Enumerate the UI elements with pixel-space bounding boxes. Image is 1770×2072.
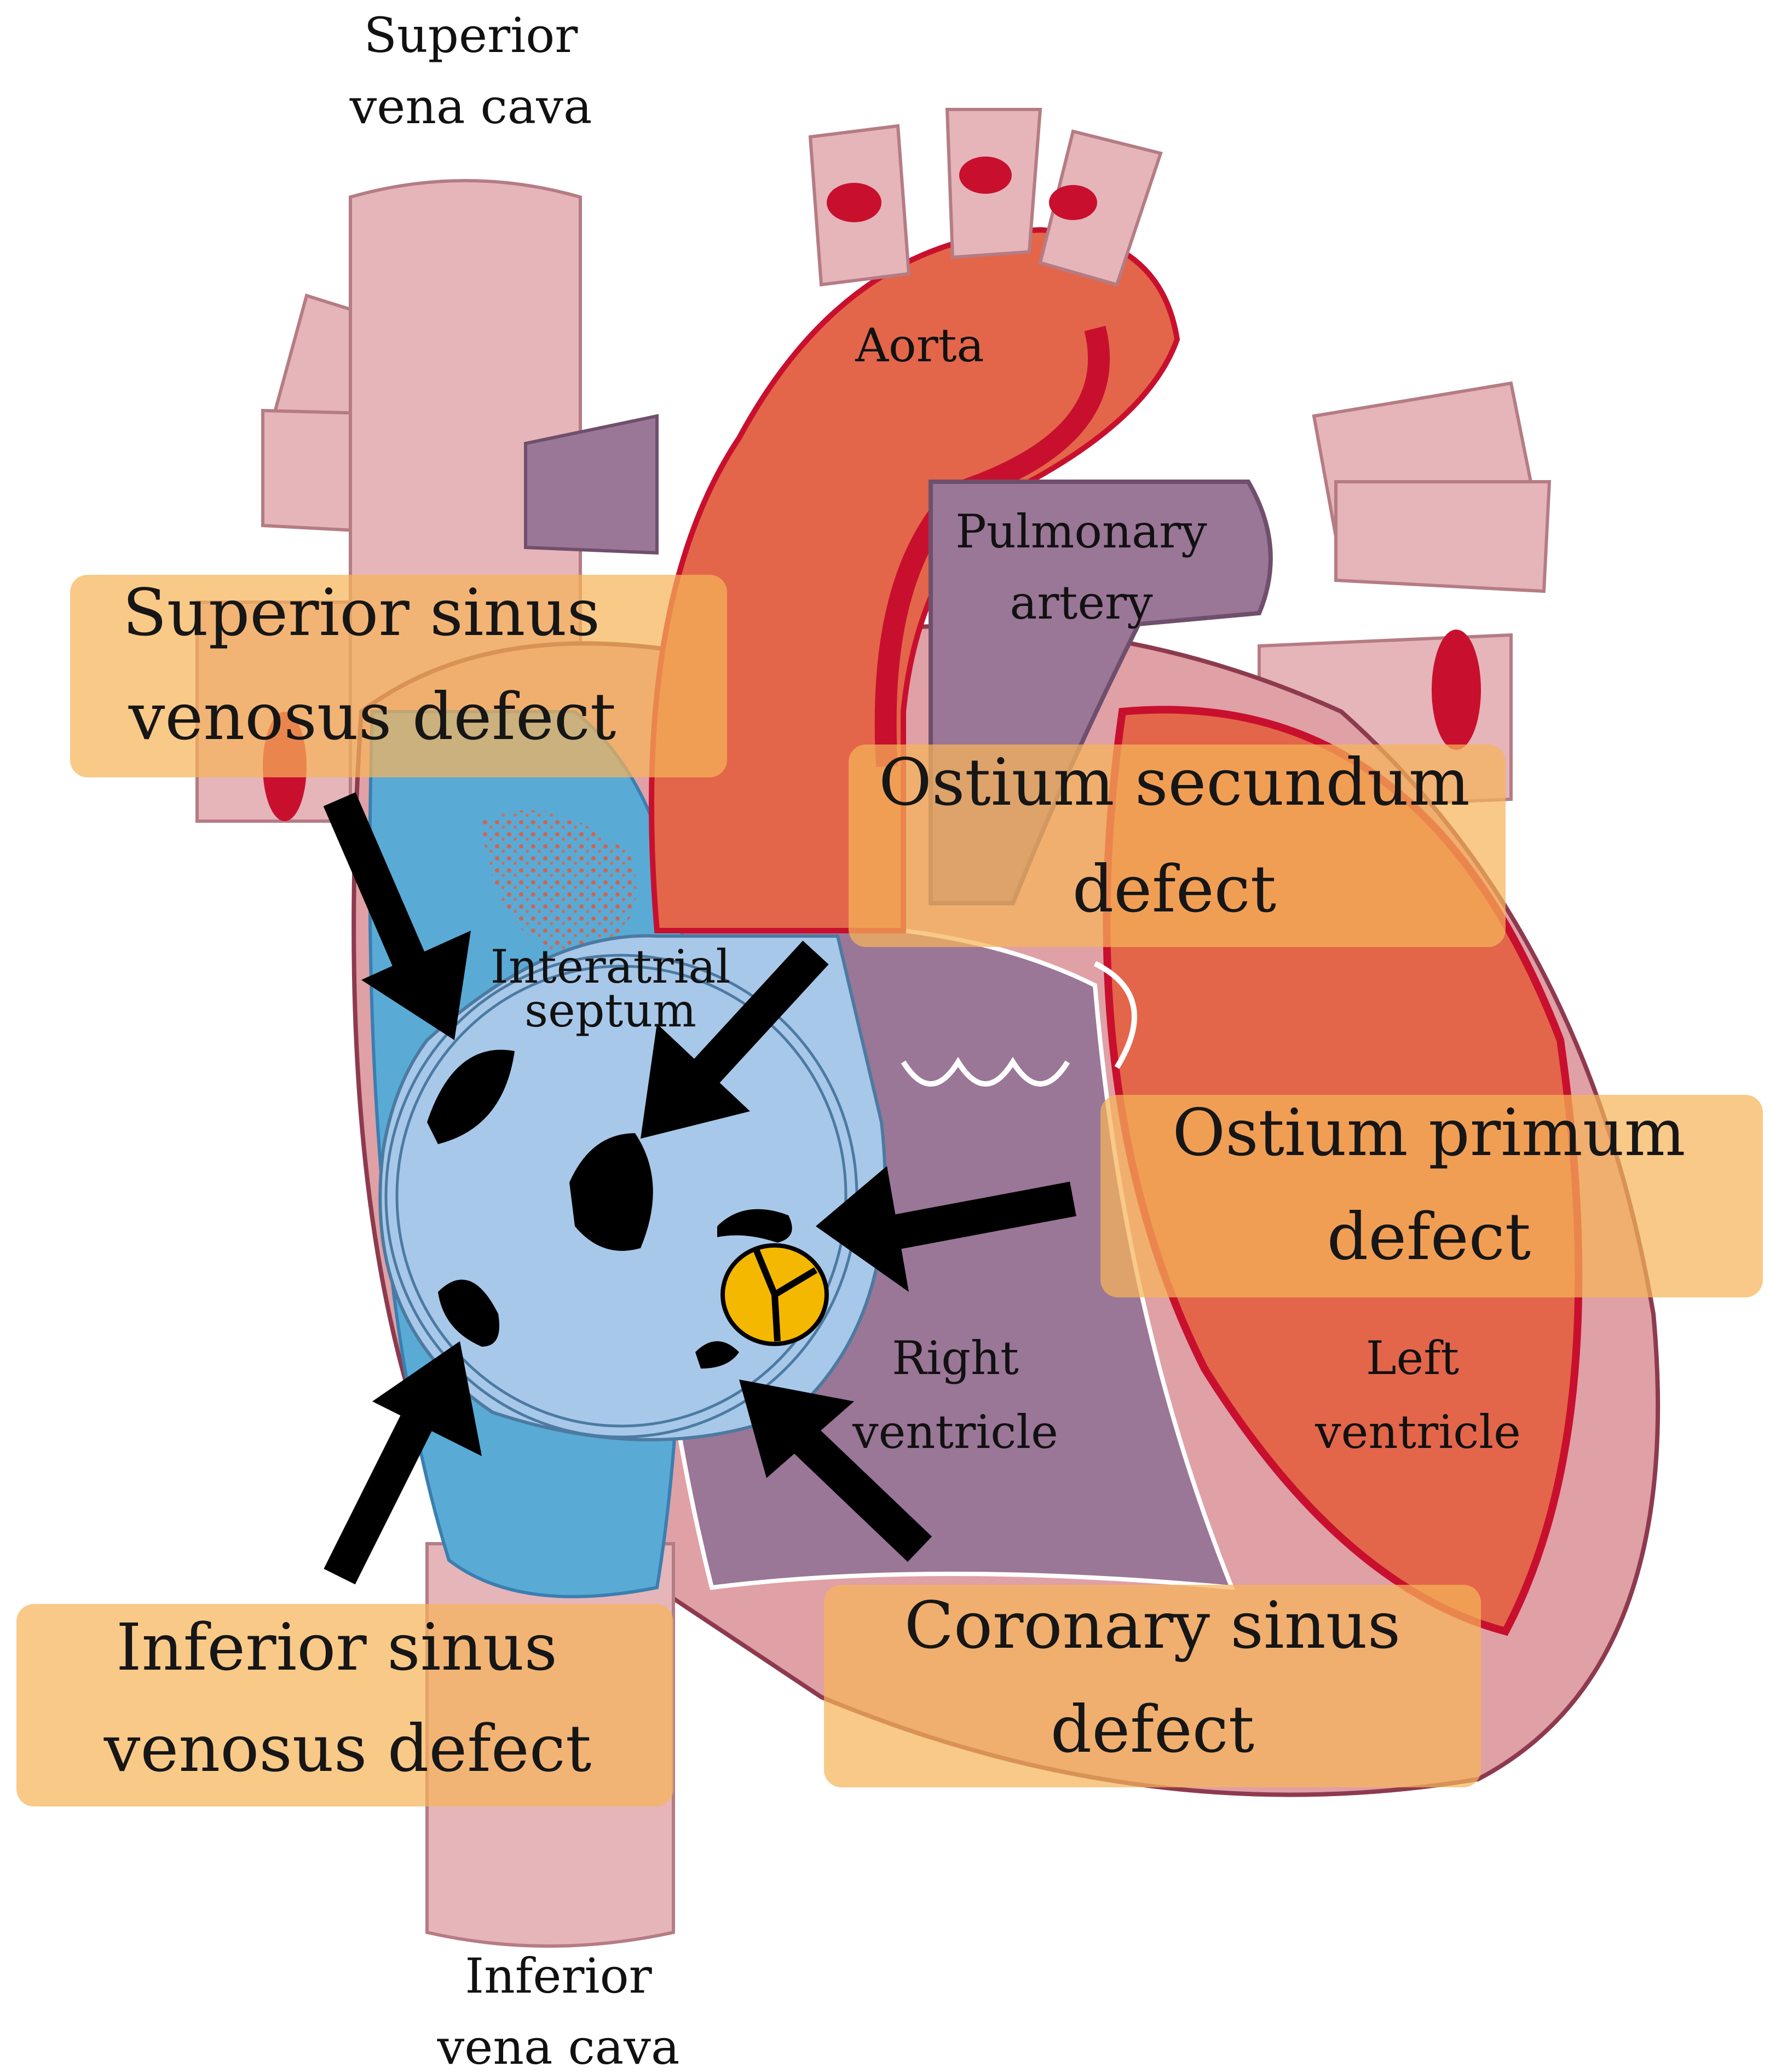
arrow-inferior-sinus [324,1341,482,1585]
label-rv-2: ventricle [852,1405,1058,1459]
septal-holes [427,1049,792,1369]
arrow-coronary-sinus [739,1380,932,1562]
label-rv-1: Right [892,1331,1019,1385]
label-septum-1: Interatrial [491,940,731,994]
label-lv-2: ventricle [1314,1405,1521,1459]
label-pa-1: Pulmonary [955,505,1207,558]
defect-label-boxes [16,575,1763,1806]
arrow-superior-sinus [323,792,471,1040]
defect-ostium-secundum-line1: Ostium secundum [879,744,1470,820]
label-pa-2: artery [1010,576,1153,630]
hole-ostium-primum [717,1209,792,1243]
defect-coronary-sinus-line2: defect [1051,1692,1254,1767]
label-lv-1: Left [1366,1331,1460,1385]
tricuspid-valve [720,1243,829,1346]
defect-ostium-primum-line1: Ostium primum [1172,1095,1685,1170]
label-svc-1: Superior [364,7,579,64]
defect-ostium-secundum-line2: defect [1073,851,1276,927]
defect-ostium-primum-line2: defect [1327,1199,1531,1274]
box-inferior-sinus [16,1604,673,1806]
label-svc-2: vena cava [349,78,592,135]
speckle-area [482,810,637,958]
box-coronary-sinus [824,1585,1481,1787]
label-aorta: Aorta [855,319,984,372]
hole-inferior-sinus [438,1279,499,1347]
arrow-ostium-secundum [641,940,829,1139]
defect-inferior-sinus-line2: venosus defect [103,1711,592,1786]
defect-superior-sinus-line2: venosus defect [128,679,616,754]
anatomy-labels: Superior vena cava Aorta Pulmonary arter… [349,7,1521,2072]
hole-superior-sinus [427,1049,515,1144]
label-ivc-1: Inferior [465,1948,652,2004]
defect-superior-sinus-line1: Superior sinus [123,575,600,650]
label-ivc-2: vena cava [437,2019,680,2072]
hole-coronary-sinus [695,1341,739,1369]
aortic-branches [808,108,1163,287]
label-septum-2: septum [524,984,696,1037]
arrow-ostium-primum [816,1166,1076,1292]
defect-coronary-sinus-line1: Coronary sinus [904,1588,1401,1663]
box-ostium-primum [1100,1095,1763,1297]
box-superior-sinus [70,575,727,777]
defect-arrows [323,792,1076,1585]
defect-inferior-sinus-line1: Inferior sinus [116,1609,557,1685]
defect-labels: Superior sinus venosus defect Ostium sec… [103,575,1686,1786]
box-ostium-secundum [849,744,1506,947]
hole-ostium-secundum [569,1133,653,1251]
